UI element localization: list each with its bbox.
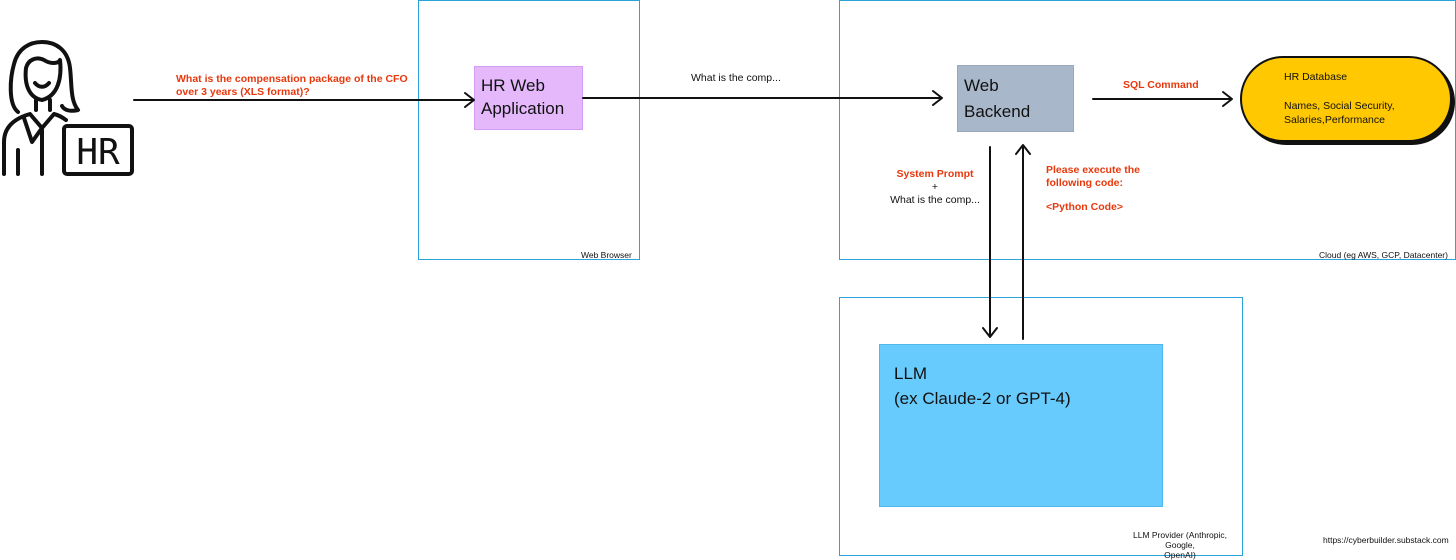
llm-node: LLM (ex Claude-2 or GPT-4) (879, 344, 1163, 507)
arrowhead-user-to-app (464, 92, 475, 108)
system-prompt-label: System Prompt + What is the comp... (880, 168, 990, 207)
web-backend-line2: Backend (964, 102, 1031, 121)
llm-provider-caption: LLM Provider (Anthropic, Google, OpenAI) (1122, 530, 1238, 560)
user-question-line1: What is the compensation package of the … (176, 73, 408, 85)
llm-provider-caption-line2: OpenAI) (1164, 550, 1196, 560)
hr-web-app-line1: HR Web (481, 76, 545, 95)
python-code-line2: following code: (1046, 177, 1123, 189)
source-link[interactable]: https://cyberbuilder.substack.com (1323, 535, 1449, 545)
user-question-line2: over 3 years (XLS format)? (176, 86, 310, 98)
arrowhead-app-to-backend (932, 90, 943, 106)
web-browser-caption: Web Browser (581, 250, 632, 260)
arrowhead-backend-to-llm (982, 327, 998, 338)
llm-line1: LLM (894, 364, 928, 383)
cloud-caption: Cloud (eg AWS, GCP, Datacenter) (1319, 250, 1448, 260)
arrowhead-llm-to-backend (1015, 144, 1031, 155)
python-code-label: Please execute the following code: <Pyth… (1046, 164, 1140, 214)
user-question-label: What is the compensation package of the … (176, 73, 408, 99)
python-code-line1: Please execute the (1046, 164, 1140, 176)
llm-provider-caption-line1: LLM Provider (Anthropic, Google, (1132, 530, 1227, 550)
hr-database-title: HR Database (1284, 71, 1348, 83)
hr-web-app-line2: Application (481, 99, 565, 118)
web-browser-frame (418, 0, 640, 260)
hr-database-fields-line1: Names, Social Security, (1284, 100, 1395, 112)
hr-person-icon: HR (0, 38, 136, 178)
arrowhead-backend-to-db (1222, 91, 1233, 107)
web-backend-line1: Web (964, 76, 999, 95)
python-code-line3: <Python Code> (1046, 201, 1124, 213)
web-backend-node: Web Backend (957, 65, 1074, 132)
system-prompt-plus: + (931, 181, 939, 193)
hr-database-node: HR Database Names, Social Security, Sala… (1240, 56, 1452, 142)
sql-command-label: SQL Command (1123, 79, 1199, 91)
app-to-backend-label: What is the comp... (691, 72, 781, 84)
hr-database-fields-line2: Salaries,Performance (1284, 114, 1385, 126)
system-prompt-line1: System Prompt (896, 168, 974, 180)
hr-database-fields: Names, Social Security, Salaries,Perform… (1284, 99, 1395, 127)
hr-badge-text: HR (76, 132, 120, 173)
llm-line2: (ex Claude-2 or GPT-4) (894, 389, 1071, 408)
llm-provider-frame (839, 297, 1243, 556)
hr-web-app-node: HR Web Application (474, 66, 583, 130)
system-prompt-line3: What is the comp... (890, 194, 980, 206)
